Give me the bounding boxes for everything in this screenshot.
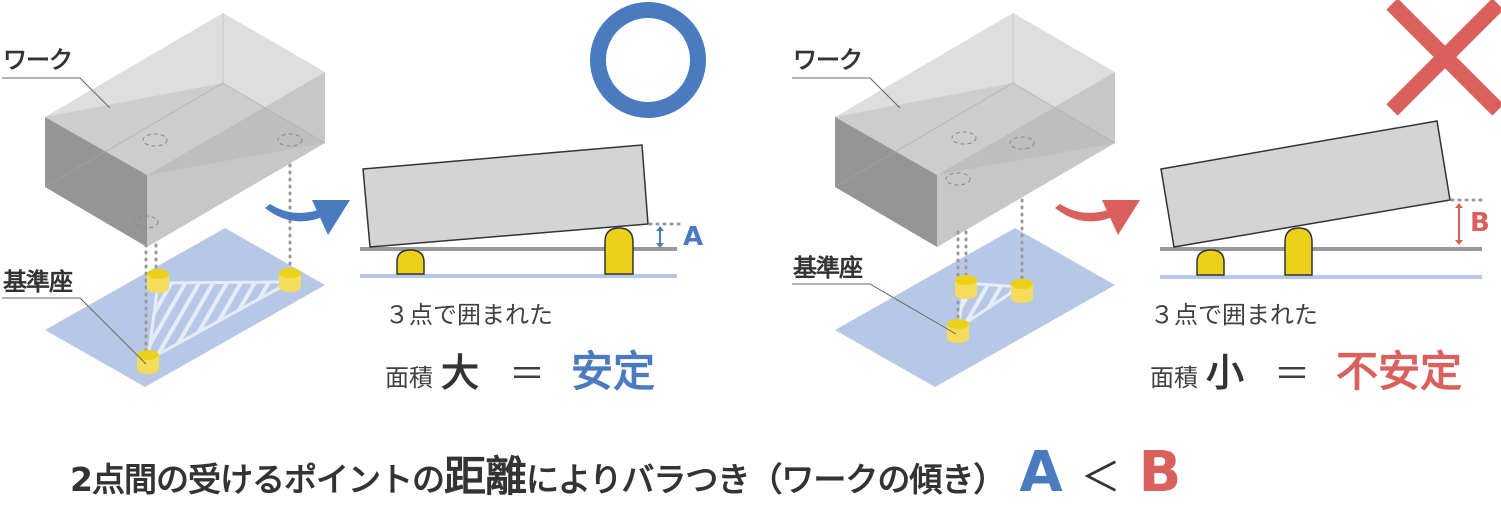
left-curved-arrow [265,200,350,235]
left-work-leader [2,77,111,109]
left-area-label: 面積 [385,364,433,392]
right-pins [947,275,1033,343]
right-base-leader [792,283,957,335]
right-side-view [1160,120,1484,279]
right-base-label: 基準座 [793,254,863,282]
right-work-label: ワーク [793,46,863,74]
left-support-triangle [146,280,291,363]
caption-b: B [1138,440,1182,505]
gap-tag-a: A [683,222,704,252]
left-work-label: ワーク [3,46,73,74]
right-result-unstable: 不安定 [1336,347,1463,396]
good-circle-icon [590,2,706,118]
left-equals: ＝ [509,354,546,395]
right-curved-arrow [1055,200,1140,235]
left-equation: 面積 大 ＝ 安定 [385,338,655,399]
bad-cross-icon [1386,0,1501,116]
left-work-box [44,13,326,247]
caption-less-than: ＜ [1080,455,1121,501]
left-result-stable: 安定 [571,347,656,396]
right-work-leader [792,77,901,109]
left-base-label: 基準座 [3,268,73,296]
right-equation: 面積 小 ＝ 不安定 [1150,338,1462,399]
left-pins [137,268,301,374]
bottom-caption: 2点間の受けるポイントの 距離 によりバラつき（ワークの傾き） A ＜ B [70,440,1181,505]
left-base-plate [45,228,325,387]
right-description: ３点で囲まれた [1150,301,1318,329]
right-area-size: 小 [1206,351,1245,395]
left-side-view [360,144,682,278]
right-drop-lines [956,198,1024,324]
caption-a: A [1019,440,1063,505]
caption-emphasis: 距離 [443,452,527,501]
right-area-label: 面積 [1150,364,1198,392]
caption-part1: 2点間の受けるポイントの [70,460,445,499]
gap-tag-b: B [1470,208,1490,238]
right-equals: ＝ [1274,354,1311,395]
right-work-box [834,13,1116,247]
right-base-plate [835,228,1115,387]
left-description: ３点で囲まれた [385,301,553,329]
left-base-leader [2,297,147,365]
left-area-size: 大 [441,351,480,395]
caption-part2: によりバラつき（ワークの傾き） [525,460,1006,499]
